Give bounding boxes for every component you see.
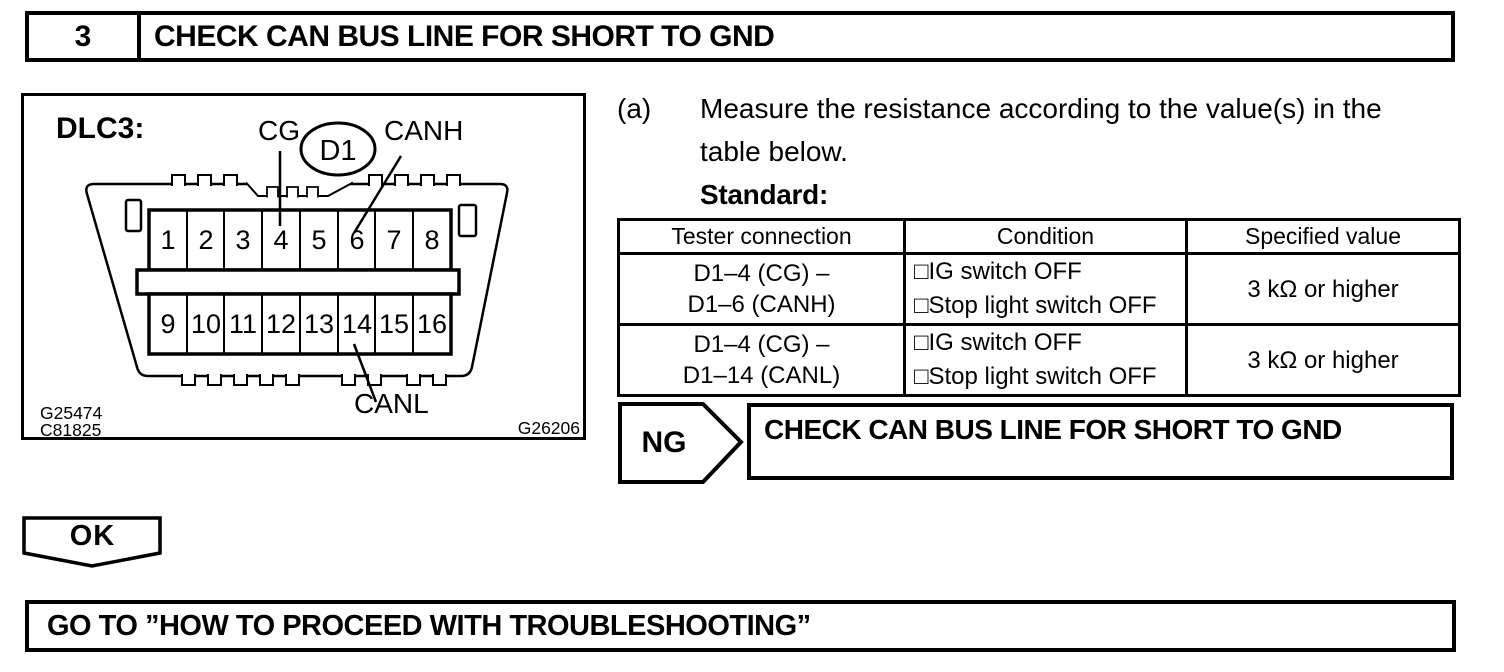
pin-number: 9 <box>160 309 175 339</box>
table-row: D1–4 (CG) – D1–6 (CANH) □IG switch OFF □… <box>617 252 1461 326</box>
condition-line: □IG switch OFF <box>914 258 1082 285</box>
tester-connection-line: D1–14 (CANL) <box>682 362 841 389</box>
cg-label: CG <box>258 115 300 146</box>
pin-numbers-bottom: 9 10 11 12 13 14 15 16 <box>160 309 447 339</box>
pin-number: 11 <box>229 309 257 339</box>
step-header: 3 CHECK CAN BUS LINE FOR SHORT TO GND <box>25 11 1455 62</box>
condition-line: □Stop light switch OFF <box>914 292 1157 319</box>
connector-figure: 1 2 3 4 5 6 7 8 9 10 11 12 13 14 15 16 D… <box>21 93 586 440</box>
ng-action-box: CHECK CAN BUS LINE FOR SHORT TO GND <box>747 403 1454 480</box>
pin-number: 7 <box>386 225 401 255</box>
list-marker: (a) <box>617 93 652 124</box>
step-number: 3 <box>29 15 141 58</box>
specified-value-cell: 3 kΩ or higher <box>1185 323 1461 397</box>
bottom-notches <box>181 374 447 386</box>
tester-connection-cell: D1–4 (CG) – D1–6 (CANH) <box>617 252 906 326</box>
ng-arrow-shape <box>618 402 744 484</box>
condition-line: □IG switch OFF <box>914 329 1082 356</box>
top-notches <box>171 174 461 186</box>
pin-number: 3 <box>235 225 250 255</box>
instruction-paragraph: (a) Measure the resistance according to … <box>617 87 1462 216</box>
tester-connection-cell: D1–4 (CG) – D1–14 (CANL) <box>617 323 906 397</box>
figure-code: G25474 <box>40 403 103 423</box>
pin-number: 13 <box>304 309 334 339</box>
connector-id-label: D1 <box>319 135 356 167</box>
col-header-condition: Condition <box>903 218 1188 255</box>
spec-table: Tester connection Condition Specified va… <box>617 218 1461 397</box>
pin-number: 5 <box>311 225 326 255</box>
condition-line: □Stop light switch OFF <box>914 363 1157 390</box>
tester-connection-line: D1–4 (CG) – <box>693 331 830 358</box>
footer-action-box: GO TO ”HOW TO PROCEED WITH TROUBLESHOOTI… <box>25 600 1456 652</box>
pin-number: 16 <box>417 309 447 339</box>
pin-number: 1 <box>160 225 175 255</box>
tester-connection-line: D1–4 (CG) – <box>693 260 830 287</box>
ok-banner-shape <box>22 516 162 568</box>
pin-number: 2 <box>198 225 213 255</box>
condition-cell: □IG switch OFF □Stop light switch OFF <box>903 323 1188 397</box>
canh-leader-line <box>352 155 403 234</box>
col-header-tester-connection: Tester connection <box>617 218 906 255</box>
figure-title: DLC3: <box>56 112 144 145</box>
dlc3-connector-diagram: 1 2 3 4 5 6 7 8 9 10 11 12 13 14 15 16 D… <box>40 112 580 437</box>
canl-leader-line <box>352 343 378 403</box>
standard-label: Standard: <box>700 179 828 210</box>
connector-id-ellipse <box>299 121 377 177</box>
table-row: D1–4 (CG) – D1–14 (CANL) □IG switch OFF … <box>617 323 1461 397</box>
pin-row-top-dividers <box>186 210 414 270</box>
instruction-line: Measure the resistance according to the … <box>700 93 1382 124</box>
pin-number: 10 <box>191 309 221 339</box>
col-header-specified-value: Specified value <box>1185 218 1461 255</box>
mount-hole-left <box>124 198 143 233</box>
pin-row-bottom-dividers <box>186 294 414 354</box>
pin-number: 15 <box>379 309 409 339</box>
pin-number: 4 <box>273 225 288 255</box>
pin-number: 12 <box>266 309 296 339</box>
pin-numbers-top: 1 2 3 4 5 6 7 8 <box>160 225 439 255</box>
canl-label: CANL <box>354 388 429 419</box>
center-bar <box>135 268 461 296</box>
ok-branch-banner: OK <box>22 516 163 570</box>
spec-table-header-row: Tester connection Condition Specified va… <box>617 218 1461 255</box>
step-title: CHECK CAN BUS LINE FOR SHORT TO GND <box>154 19 775 53</box>
canh-label: CANH <box>384 115 463 146</box>
recess-notches <box>266 186 319 198</box>
mount-hole-right <box>457 203 478 238</box>
instruction-line: table below. <box>700 136 848 167</box>
figure-code: G26206 <box>518 418 580 437</box>
pin-number: 14 <box>342 309 372 339</box>
ng-branch-arrow: NG <box>618 402 744 484</box>
tester-connection-line: D1–6 (CANH) <box>687 291 836 318</box>
ok-label: OK <box>69 520 116 552</box>
specified-value-cell: 3 kΩ or higher <box>1185 252 1461 326</box>
ng-label: NG <box>641 426 687 459</box>
figure-code: C81825 <box>40 420 101 437</box>
condition-cell: □IG switch OFF □Stop light switch OFF <box>903 252 1188 326</box>
pin-number: 8 <box>424 225 439 255</box>
